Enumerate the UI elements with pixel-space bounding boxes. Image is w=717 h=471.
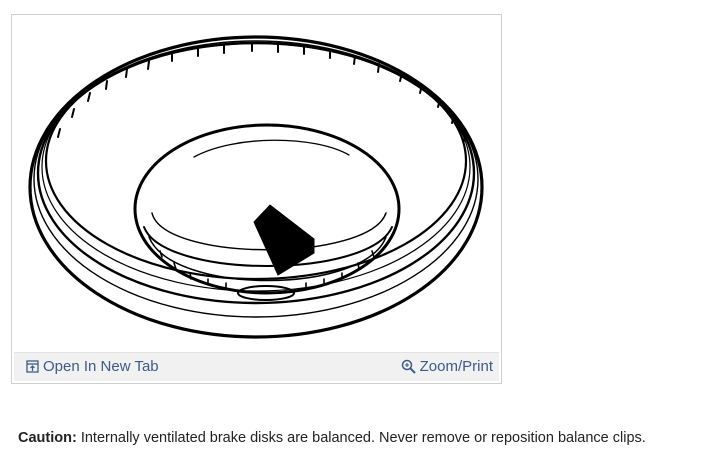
- open-new-tab-link[interactable]: Open In New Tab: [26, 358, 159, 375]
- open-new-tab-label: Open In New Tab: [43, 358, 159, 375]
- caution-label: Caution:: [18, 430, 77, 446]
- zoom-print-label: Zoom/Print: [419, 358, 493, 375]
- brake-disk-illustration: [28, 35, 484, 339]
- zoom-print-link[interactable]: Zoom/Print: [401, 358, 493, 375]
- magnifier-icon: [401, 359, 416, 374]
- caution-text: Internally ventilated brake disks are ba…: [76, 430, 646, 446]
- figure-container: Open In New Tab Zoom/Print: [11, 14, 502, 384]
- open-new-tab-icon: [26, 360, 39, 373]
- arrow-icon: [253, 204, 315, 276]
- caution-caption: Caution: Internally ventilated brake dis…: [18, 430, 646, 446]
- figure-toolbar: Open In New Tab Zoom/Print: [14, 352, 499, 381]
